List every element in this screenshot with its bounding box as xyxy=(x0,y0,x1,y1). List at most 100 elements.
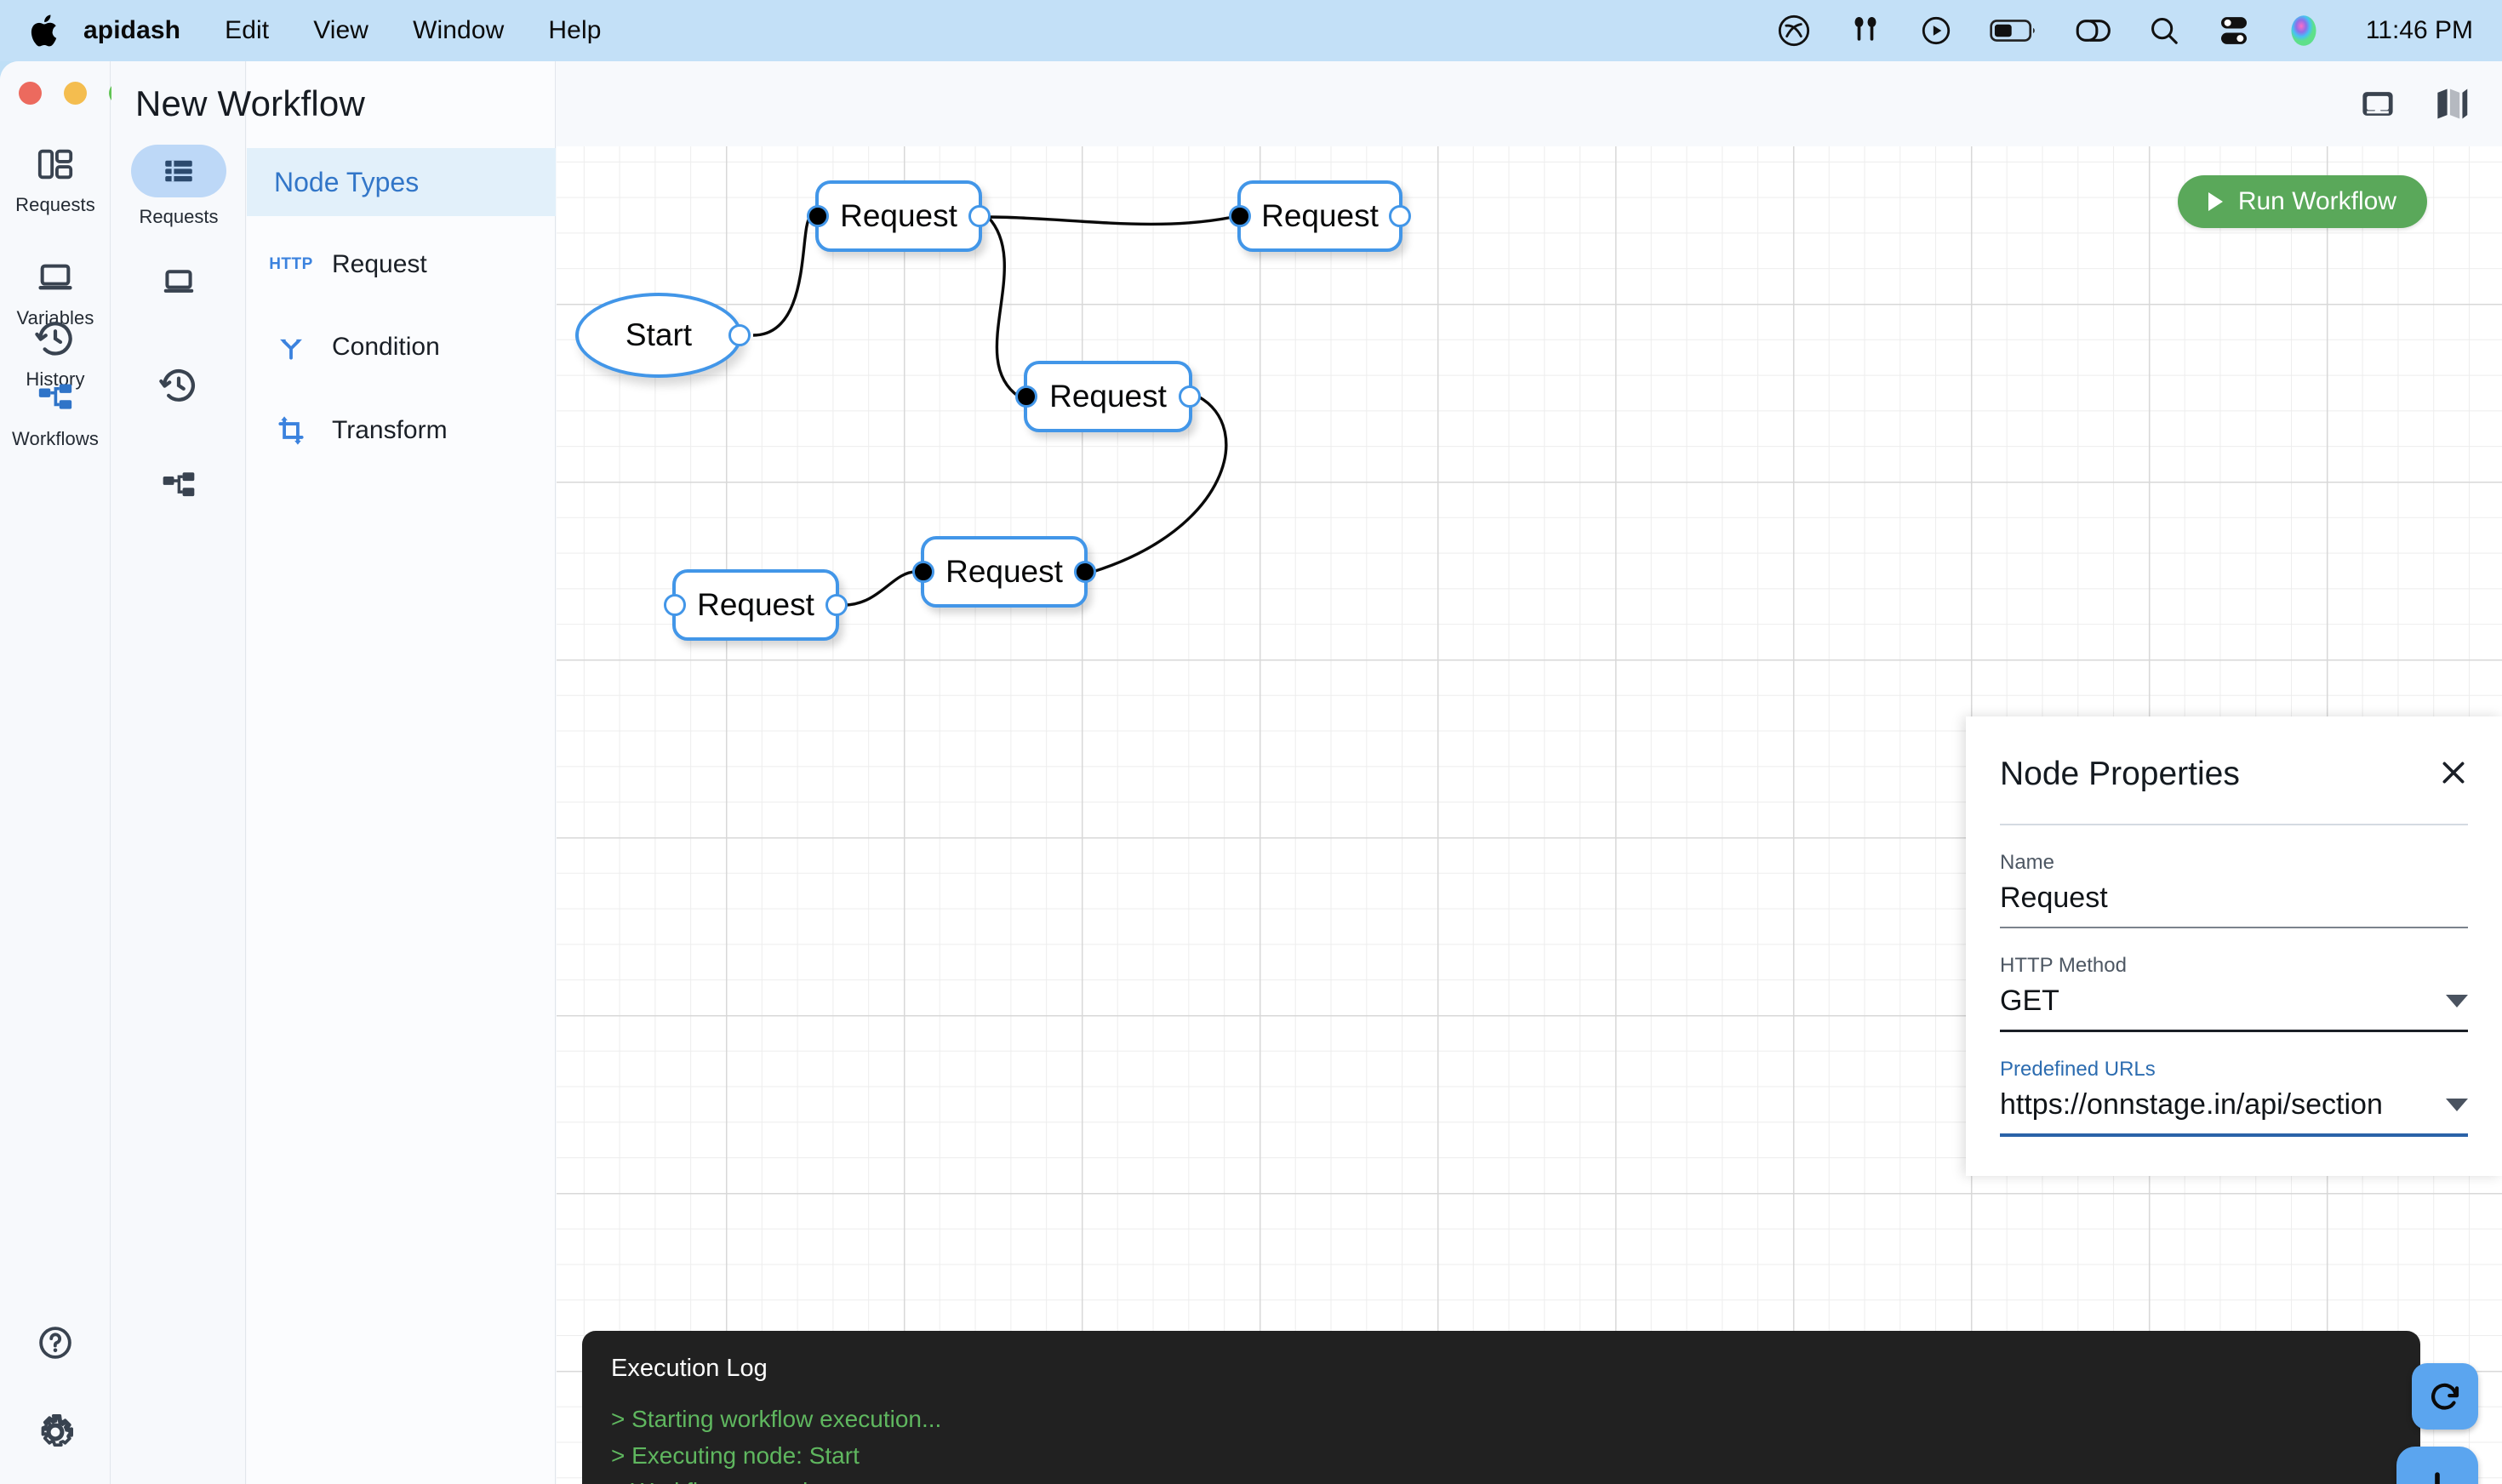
node-type-condition[interactable]: Condition xyxy=(247,321,556,374)
run-workflow-label: Run Workflow xyxy=(2237,187,2396,215)
plus-icon xyxy=(2435,1472,2440,1484)
node-label: Request xyxy=(840,198,957,233)
control-center-icon[interactable] xyxy=(2075,14,2111,48)
log-line: Workflow started xyxy=(611,1474,2391,1484)
laptop-icon xyxy=(33,255,77,300)
node-properties-panel: Node Properties Name Request HTTP Method… xyxy=(1966,716,2502,1176)
node-properties-title: Node Properties xyxy=(2000,756,2240,792)
node-output-port[interactable] xyxy=(825,594,848,616)
minimize-button[interactable] xyxy=(64,82,87,105)
node-input-port[interactable] xyxy=(1229,205,1251,227)
node-output-port[interactable] xyxy=(1074,561,1096,583)
node-output-port[interactable] xyxy=(1389,205,1411,227)
node-types-header[interactable]: Node Types xyxy=(247,148,556,216)
workflow-tool-rail: Requests xyxy=(111,61,246,1484)
node-types-title: Node Types xyxy=(274,166,420,197)
requests-layout-icon xyxy=(33,142,77,186)
predefined-urls-select[interactable]: https://onnstage.in/api/section xyxy=(2000,1088,2468,1137)
sidebar-item-history[interactable]: History xyxy=(0,317,111,391)
node-label: Request xyxy=(697,587,814,622)
siri-icon[interactable] xyxy=(2288,13,2320,49)
node-input-port[interactable] xyxy=(807,205,829,227)
refresh-icon xyxy=(2431,1383,2459,1410)
workflow-node-request-4[interactable]: Request xyxy=(912,536,1096,608)
field-label-predefined-urls: Predefined URLs xyxy=(2000,1058,2156,1081)
menu-item-help[interactable]: Help xyxy=(548,16,602,44)
airpods-icon[interactable] xyxy=(1848,14,1882,48)
node-output-port[interactable] xyxy=(968,205,991,227)
sidebar-label-requests: Requests xyxy=(15,194,95,215)
name-input[interactable]: Request xyxy=(2000,882,2468,928)
window-title-bar: New Workflow xyxy=(111,61,2502,146)
menu-item-window[interactable]: Window xyxy=(413,16,505,44)
toggles-icon[interactable] xyxy=(2218,14,2250,48)
console-panel-icon[interactable] xyxy=(2359,85,2396,123)
settings-button[interactable] xyxy=(0,1410,111,1454)
transform-crop-icon xyxy=(274,414,308,448)
title-bar-actions xyxy=(2359,85,2502,123)
node-type-label-request: Request xyxy=(332,250,427,278)
rail2-item-requests[interactable]: Requests xyxy=(111,145,246,228)
field-http-method: HTTP Method GET xyxy=(2000,954,2468,1032)
workflow-nodes-icon xyxy=(131,459,226,512)
apple-logo-icon[interactable] xyxy=(29,12,61,49)
sidebar-item-workflows[interactable]: Workflows xyxy=(0,376,111,450)
chevron-down-icon[interactable] xyxy=(2446,1099,2468,1111)
chevron-down-icon[interactable] xyxy=(2446,995,2468,1007)
menu-item-view[interactable]: View xyxy=(313,16,369,44)
node-label: Start xyxy=(625,317,693,352)
http-method-select[interactable]: GET xyxy=(2000,985,2468,1032)
menu-item-apidash[interactable]: apidash xyxy=(83,16,181,44)
menu-bar-clock[interactable]: 11:46 PM xyxy=(2365,16,2473,44)
workflow-node-request-1[interactable]: Request xyxy=(807,180,991,252)
add-node-button[interactable] xyxy=(2396,1447,2478,1484)
node-output-port[interactable] xyxy=(728,324,751,346)
spotlight-search-icon[interactable] xyxy=(2148,14,2180,47)
http-method-value: GET xyxy=(2000,985,2059,1017)
battery-icon[interactable] xyxy=(1990,18,2037,43)
field-label-http-method: HTTP Method xyxy=(2000,954,2127,977)
menu-item-edit[interactable]: Edit xyxy=(225,16,270,44)
primary-sidebar-rail: Requests Variables History Workflows xyxy=(0,61,132,1484)
help-button[interactable] xyxy=(0,1321,111,1365)
sidebar-item-requests[interactable]: Requests xyxy=(0,142,111,216)
sidebar-label-history: History xyxy=(26,368,85,390)
node-label: Request xyxy=(945,554,1063,589)
rail2-label-requests: Requests xyxy=(139,206,219,227)
log-line: > Starting workflow execution... xyxy=(611,1406,942,1432)
workflow-node-request-5[interactable]: Request xyxy=(664,569,848,641)
node-input-port[interactable] xyxy=(912,561,934,583)
node-label: Request xyxy=(1261,198,1379,233)
history-clock-icon xyxy=(131,359,226,412)
node-type-transform[interactable]: Transform xyxy=(247,404,556,457)
workflow-node-start[interactable]: Start xyxy=(575,293,751,378)
workflow-node-request-3[interactable]: Request xyxy=(1015,361,1201,432)
map-overview-icon[interactable] xyxy=(2434,85,2468,123)
rail2-item-variables[interactable] xyxy=(111,255,246,317)
field-name: Name Request xyxy=(2000,851,2468,928)
rail2-item-history[interactable] xyxy=(111,359,246,420)
close-x-icon[interactable] xyxy=(2439,758,2468,791)
app-window: Requests Variables History Workflows xyxy=(0,61,2502,1484)
close-button[interactable] xyxy=(19,82,42,105)
now-playing-icon[interactable] xyxy=(1920,14,1952,47)
refresh-button[interactable] xyxy=(2412,1363,2478,1430)
workflow-node-request-2[interactable]: Request xyxy=(1229,180,1411,252)
node-input-port[interactable] xyxy=(664,594,686,616)
log-line: > Executing node: Start xyxy=(611,1441,860,1469)
workflow-nodes-icon xyxy=(33,376,77,420)
rail2-item-workflows[interactable] xyxy=(111,459,246,521)
node-types-panel: Node Types HTTP Request Condition Transf… xyxy=(247,61,556,1484)
list-rows-icon xyxy=(131,145,226,197)
node-input-port[interactable] xyxy=(1015,385,1037,408)
node-output-port[interactable] xyxy=(1179,385,1201,408)
node-type-request[interactable]: HTTP Request xyxy=(247,238,556,291)
run-workflow-button[interactable]: Run Workflow xyxy=(2177,175,2427,228)
execution-log-panel: Execution Log > Starting workflow execut… xyxy=(582,1331,2420,1484)
mac-menu-bar: apidash Edit View Window Help 11:46 PM xyxy=(0,0,2502,61)
name-value: Request xyxy=(2000,882,2108,914)
settings-gear-icon xyxy=(33,1410,77,1454)
workflow-canvas[interactable]: Start Request Request Request Request xyxy=(557,146,2502,1484)
creative-cloud-icon[interactable] xyxy=(1777,14,1811,48)
http-label: HTTP xyxy=(269,255,313,273)
